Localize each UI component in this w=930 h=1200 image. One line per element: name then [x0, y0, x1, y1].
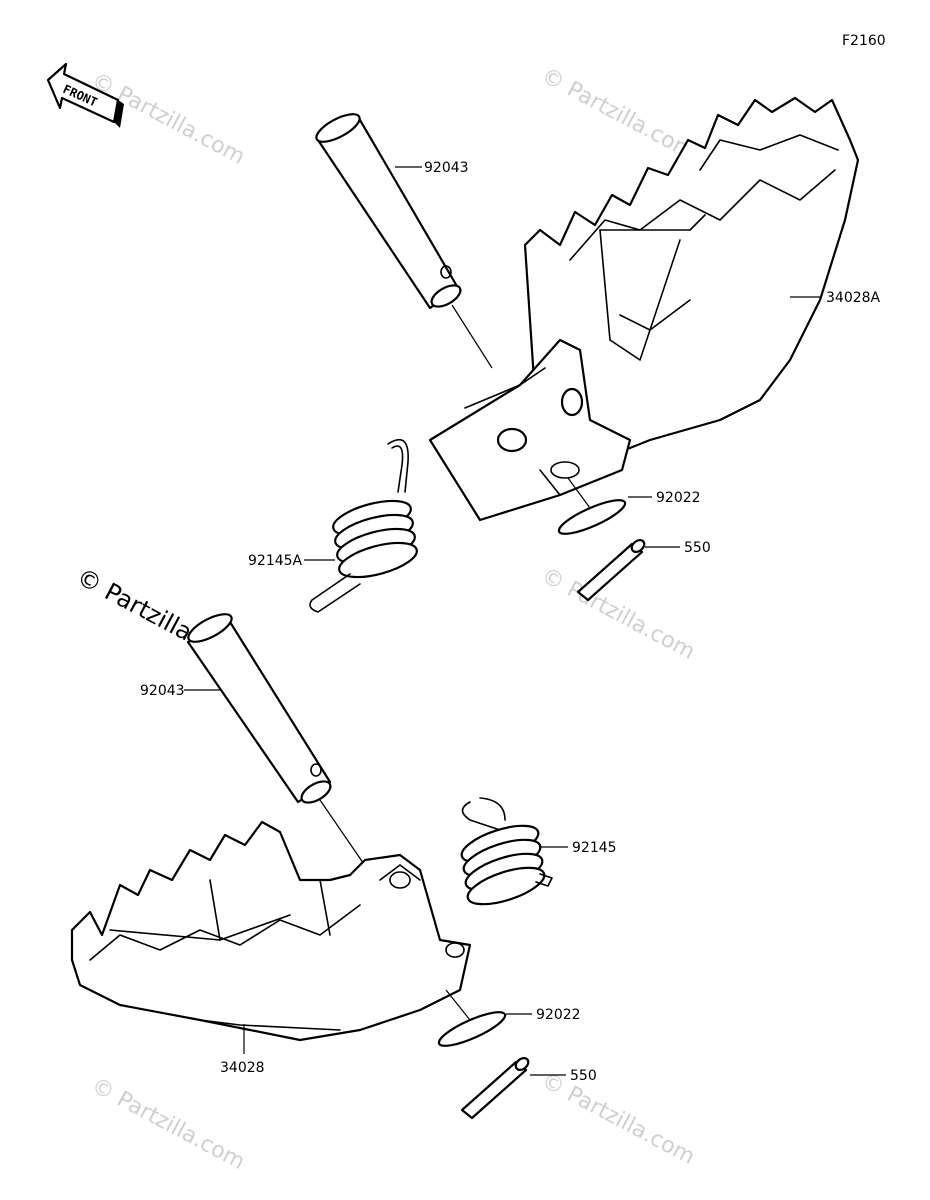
footpeg-right — [70, 820, 472, 1042]
label-text: 92145A — [248, 553, 303, 569]
label-text: 92043 — [424, 160, 469, 176]
footpeg-left — [428, 96, 860, 522]
cotter-upper — [576, 538, 646, 602]
washer-lower — [437, 989, 507, 1047]
label-washer-lower: 92022 — [506, 1007, 581, 1023]
watermark: © Partzilla.com — [537, 563, 699, 665]
label-text: 550 — [570, 1068, 597, 1084]
watermark: © Partzilla.com — [87, 1073, 249, 1175]
washer-upper — [557, 477, 627, 535]
spring-left — [309, 439, 418, 613]
label-pin-upper: 92043 — [395, 160, 469, 176]
label-text: 550 — [684, 540, 711, 556]
label-pin-lower: 92043 — [140, 683, 220, 699]
label-cotter-lower: 550 — [530, 1068, 597, 1084]
label-footpeg-left: 34028A — [790, 290, 881, 306]
label-text: 92043 — [140, 683, 185, 699]
label-washer-upper: 92022 — [628, 490, 701, 506]
label-text: 34028 — [220, 1060, 265, 1076]
cotter-lower — [460, 1056, 530, 1120]
label-text: 92022 — [536, 1007, 581, 1023]
watermark: © Partzilla.com — [537, 63, 699, 165]
spring-right — [460, 797, 553, 906]
label-text: 92022 — [656, 490, 701, 506]
pin-lower — [186, 613, 369, 871]
pin-upper — [315, 113, 493, 369]
label-text: 34028A — [826, 290, 881, 306]
label-cotter-upper: 550 — [645, 540, 711, 556]
label-footpeg-right: 34028 — [220, 1024, 265, 1076]
diagram-code: F2160 — [842, 33, 886, 49]
watermark: © Partzilla.com — [537, 1068, 699, 1170]
label-text: 92145 — [572, 840, 617, 856]
label-spring-right: 92145 — [540, 840, 617, 856]
label-spring-left: 92145A — [248, 553, 335, 569]
